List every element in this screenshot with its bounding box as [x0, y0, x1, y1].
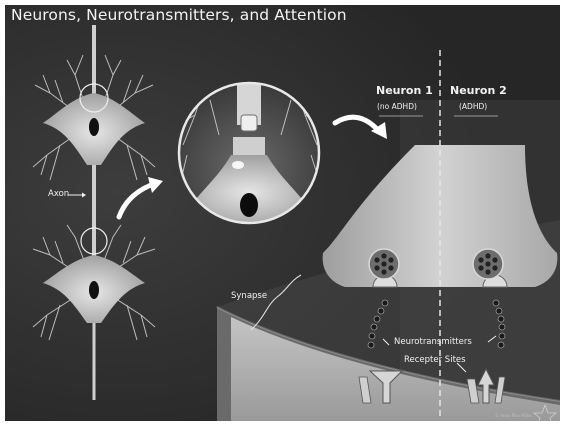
synapse-label: Synapse — [231, 292, 267, 301]
diagram-artwork — [5, 5, 560, 421]
vesicle-icon-2 — [473, 249, 503, 279]
neurotransmitters-label: Neurotransmitters — [394, 338, 472, 347]
neuron2-heading: Neuron 2 — [450, 85, 507, 96]
credit-text: © Anne Pike Miller — [495, 414, 532, 418]
neuron2-subheading: (ADHD) — [459, 103, 487, 111]
diagram-panel: Neurons, Neurotransmitters, and Attentio… — [5, 5, 560, 421]
neuron1-heading: Neuron 1 — [376, 85, 433, 96]
receptor-sites-label: Recepter Sites — [404, 356, 466, 365]
axon-label: Axon — [48, 190, 69, 199]
neuron1-subheading: (no ADHD) — [377, 103, 417, 111]
vesicle-icon-1 — [369, 249, 399, 279]
diagram-title: Neurons, Neurotransmitters, and Attentio… — [11, 8, 347, 24]
